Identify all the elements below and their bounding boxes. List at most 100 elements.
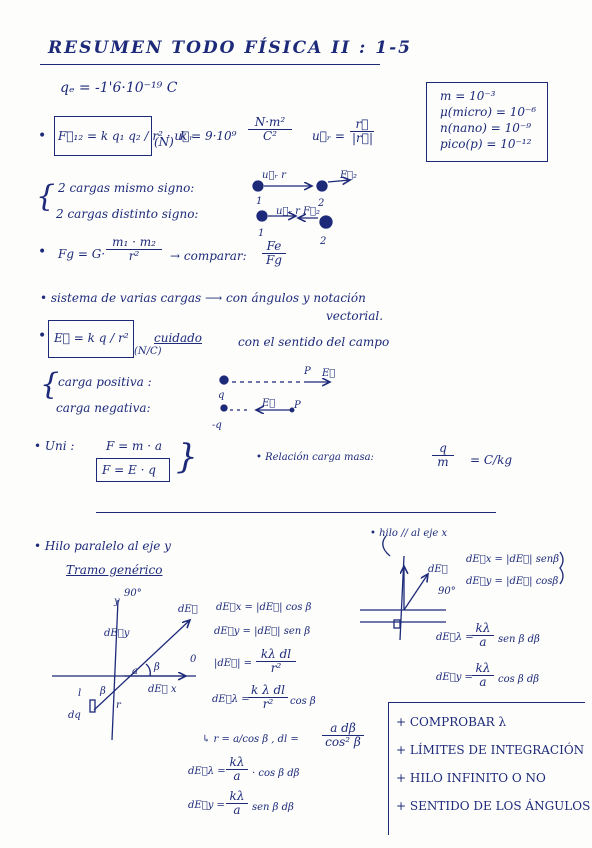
efield-careful-rest: con el sentido del campo bbox=[238, 335, 390, 349]
charge-1-label: 1 bbox=[256, 196, 263, 207]
checklist-item: + LÍMITES DE INTEGRACIÓN bbox=[396, 743, 585, 757]
label-p: P bbox=[304, 366, 311, 377]
gravity-lhs: Fg = G· bbox=[58, 247, 106, 261]
wire-x-dex: dE⃗x = |dE⃗| senβ bbox=[466, 554, 559, 565]
charge-mass-ratio: • Relación carga masa: bbox=[256, 452, 374, 463]
wire-y-title: • Hilo paralelo al eje y bbox=[34, 539, 171, 553]
efield-unit: (N/C) bbox=[134, 346, 162, 357]
prefix-pico: pico(p) = 10⁻¹² bbox=[440, 137, 532, 151]
same-sign-label: 2 cargas mismo signo: bbox=[58, 181, 195, 195]
brace-right: } bbox=[176, 437, 198, 477]
wire-x-dey-final: dE⃗y = bbox=[436, 672, 473, 683]
wire-x-dey-final-tail: cos β dβ bbox=[498, 674, 540, 685]
wire-y-origin-label: 0 bbox=[190, 654, 197, 665]
negative-charge-diagram bbox=[220, 404, 295, 412]
wire-y-subtitle: Tramo genérico bbox=[66, 563, 163, 577]
wire-x-de-label: dE⃗ bbox=[428, 564, 448, 575]
coulomb-formula: F⃗₁₂ = k q₁ q₂ / r² · u⃗ᵣ bbox=[58, 129, 194, 143]
coulomb-unit: (N) bbox=[154, 135, 174, 149]
efield-careful: cuidado bbox=[154, 331, 203, 345]
wire-y-substitution: ↳ r = a/cos β , dl = bbox=[202, 734, 299, 745]
coulomb-ur-fraction: r⃗|r⃗| bbox=[350, 117, 374, 145]
prefix-milli: m = 10⁻³ bbox=[440, 89, 496, 103]
prefix-micro: μ(micro) = 10⁻⁶ bbox=[440, 105, 537, 119]
wire-y-del-tail: cos β bbox=[290, 696, 316, 707]
units-heading: • Uni : bbox=[34, 439, 75, 453]
bullet: • bbox=[38, 128, 47, 144]
wire-y-beta-label: β bbox=[154, 662, 160, 673]
wire-y-dq-label: dq bbox=[68, 710, 81, 721]
wire-y-dex-final-tail: · cos β dβ bbox=[252, 768, 300, 779]
force-field-box bbox=[96, 458, 170, 482]
checklist-box bbox=[388, 702, 585, 835]
prefix-nano: n(nano) = 10⁻⁹ bbox=[440, 121, 532, 135]
wire-y-dey-final-tail: sen β dβ bbox=[252, 802, 294, 813]
wire-x-dey: dE⃗y = |dE⃗| cosβ bbox=[466, 576, 559, 587]
wire-y-mag: |dE⃗| = bbox=[214, 658, 252, 669]
positive-charge-label: carga positiva : bbox=[58, 375, 152, 389]
same-sign-diagram bbox=[252, 180, 350, 192]
wire-x-del-tail: sen β dβ bbox=[498, 634, 540, 645]
positive-charge-diagram bbox=[219, 375, 330, 384]
wire-y-dex-label: dE⃗ x bbox=[148, 684, 177, 695]
ratio-unit: = C/kg bbox=[470, 453, 513, 467]
title-underline bbox=[40, 64, 380, 65]
label-e: E⃗ bbox=[262, 398, 276, 409]
wire-y-angle-90: 90° bbox=[124, 588, 142, 599]
wire-x-angle-90: 90° bbox=[438, 586, 456, 597]
label-e: E⃗ bbox=[322, 368, 336, 379]
section-divider bbox=[96, 512, 496, 513]
label-f2: F⃗₂ bbox=[340, 170, 357, 181]
coulomb-ur: u⃗ᵣ = bbox=[312, 129, 345, 143]
brace-right bbox=[559, 551, 564, 585]
coulomb-k: k = 9·10⁹ bbox=[180, 129, 237, 143]
coulomb-formula-box bbox=[54, 116, 152, 156]
wire-y-diagram bbox=[52, 599, 196, 741]
wire-y-dex: dE⃗x = |dE⃗| cos β bbox=[216, 602, 312, 613]
label-minus-q: -q bbox=[212, 420, 222, 431]
wire-y-dex-final: dE⃗λ = bbox=[188, 766, 226, 777]
efield-formula-box bbox=[48, 320, 134, 358]
system-of-charges-cont: vectorial. bbox=[326, 309, 384, 323]
bullet: • bbox=[38, 328, 47, 344]
label-q: q bbox=[218, 390, 225, 401]
checklist-item: + SENTIDO DE LOS ÁNGULOS bbox=[396, 799, 591, 813]
brace: { bbox=[36, 179, 56, 214]
wire-y-r-label: r bbox=[116, 700, 121, 711]
brace: { bbox=[40, 367, 60, 402]
wire-x-diagram bbox=[360, 535, 446, 641]
negative-charge-label: carga negativa: bbox=[56, 401, 151, 415]
newton-law: F = m · a bbox=[106, 439, 162, 453]
system-of-charges: • sistema de varias cargas ⟶ con ángulos… bbox=[40, 291, 366, 305]
charge-2-label: 2 bbox=[318, 198, 325, 209]
gravity-compare: → comparar: bbox=[170, 249, 247, 263]
diff-sign-diagram bbox=[256, 210, 333, 229]
bullet: • bbox=[38, 244, 47, 260]
wire-y-axis-label: y bbox=[114, 596, 120, 607]
checklist-item: + COMPROBAR λ bbox=[396, 715, 507, 729]
electron-charge: qₑ = -1'6·10⁻¹⁹ C bbox=[60, 80, 178, 96]
wire-y-dey: dE⃗y = |dE⃗| sen β bbox=[214, 626, 311, 637]
wire-x-del: dE⃗λ = bbox=[436, 632, 474, 643]
wire-x-title: • hilo // al eje x bbox=[370, 528, 448, 539]
checklist-item: + HILO INFINITO O NO bbox=[396, 771, 546, 785]
wire-y-beta-label: β bbox=[100, 686, 106, 697]
prefix-box bbox=[426, 82, 548, 162]
label-ur-f2: u⃗ᵣ r F⃗₂ bbox=[276, 206, 320, 217]
label-ur-r: u⃗ᵣ r bbox=[262, 170, 286, 181]
wire-y-de-label: dE⃗ bbox=[178, 604, 198, 615]
diff-sign-label: 2 cargas distinto signo: bbox=[56, 207, 199, 221]
